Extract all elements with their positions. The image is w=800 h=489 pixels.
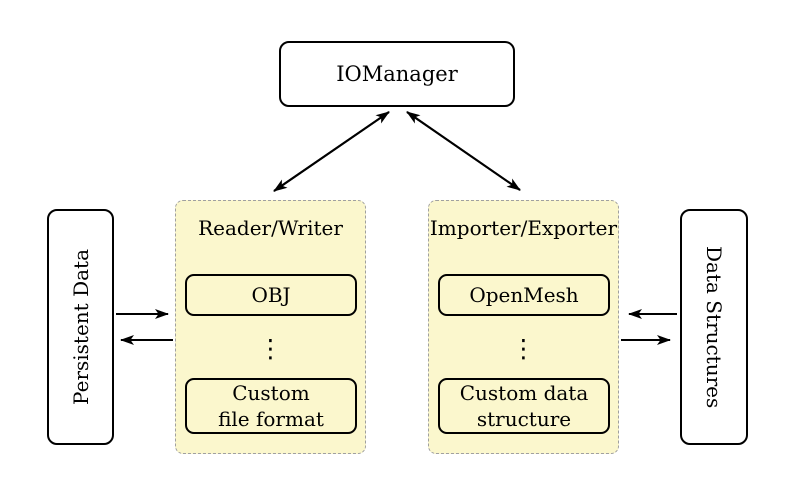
custom-data-structure-label: Custom data structure [459,381,589,431]
persistent-data-node: Persistent Data [47,209,114,445]
obj-label: OBJ [251,283,291,307]
iomanager-node: IOManager [279,41,515,107]
arrow-iomanager-importerexporter [406,111,521,191]
data-structures-node: Data Structures [680,209,748,445]
custom-file-format-label: Custom file format [218,381,324,431]
arrow-iomanager-readerwriter [273,111,390,192]
obj-node: OBJ [185,274,357,316]
custom-data-structure-node: Custom data structure [438,378,610,434]
data-structures-label: Data Structures [702,245,726,409]
vertical-ellipsis-icon: ⋮ [511,334,536,363]
reader-writer-title: Reader/Writer [198,216,343,240]
importer-exporter-title: Importer/Exporter [429,216,618,240]
openmesh-node: OpenMesh [438,274,610,316]
iomanager-label: IOManager [336,62,458,86]
persistent-data-label: Persistent Data [68,249,93,405]
vertical-ellipsis-icon: ⋮ [258,334,283,363]
openmesh-label: OpenMesh [469,283,579,307]
custom-file-format-node: Custom file format [185,378,357,434]
